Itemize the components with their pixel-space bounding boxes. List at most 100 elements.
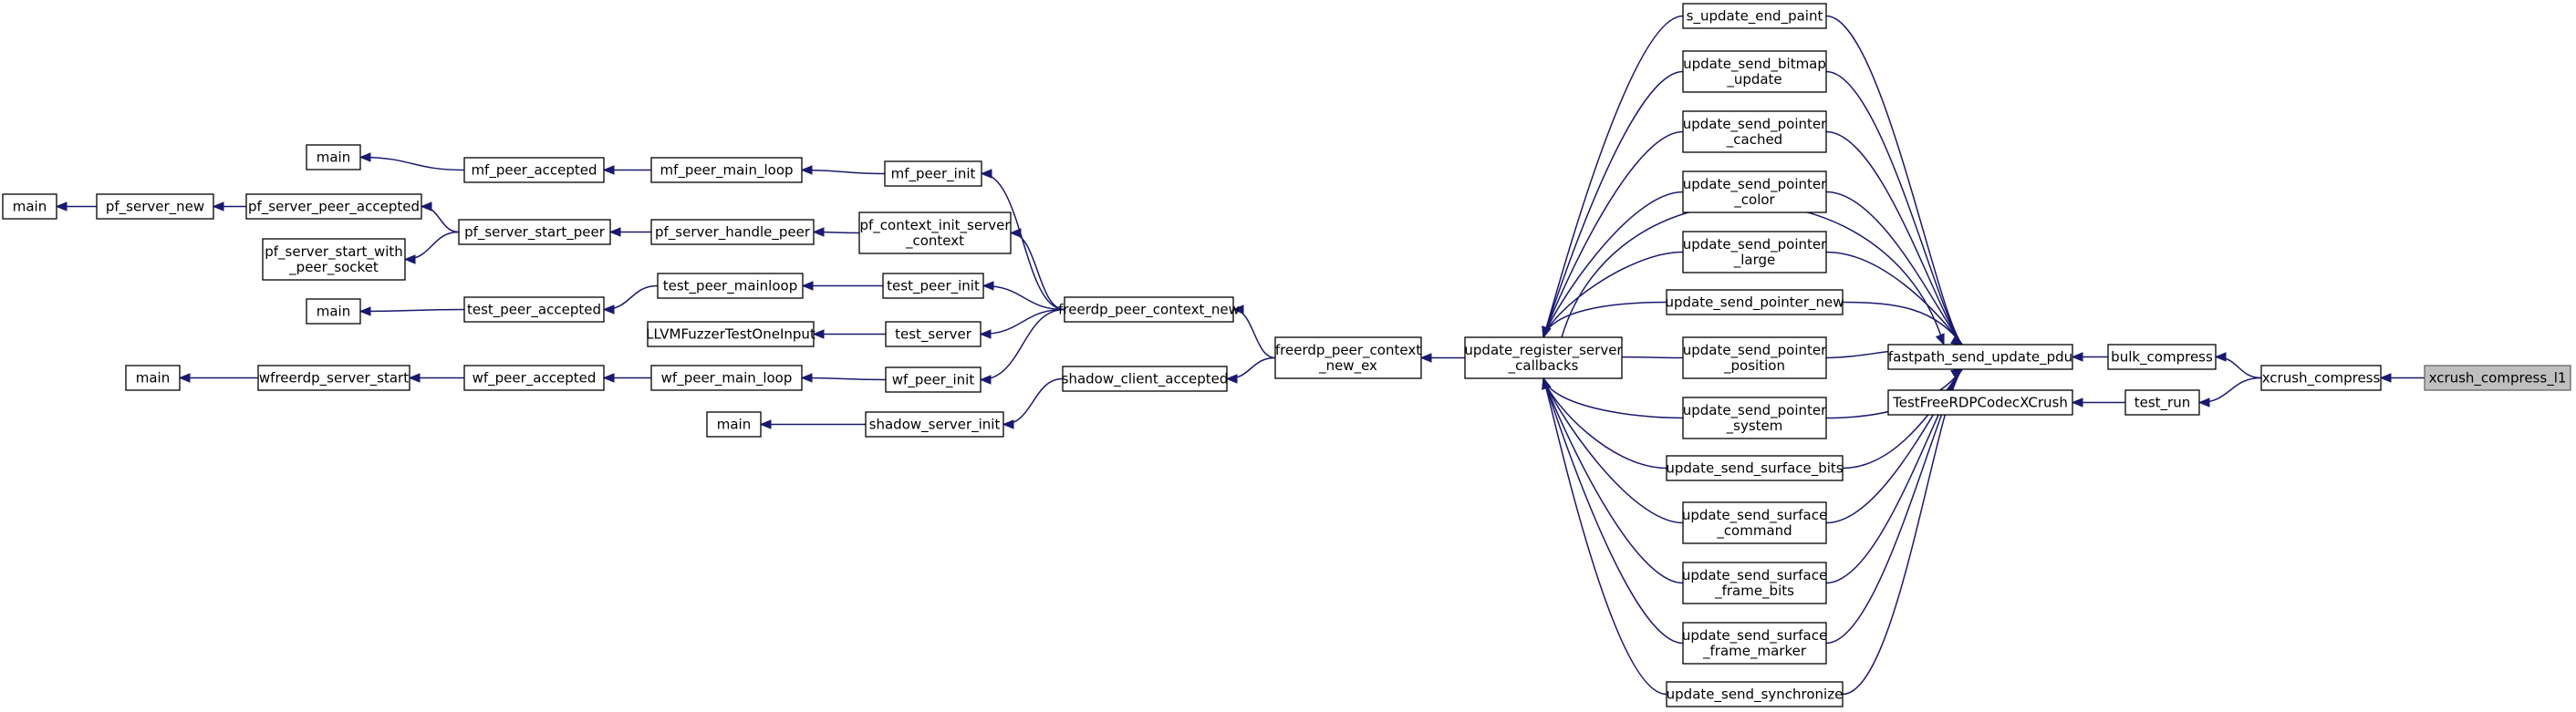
node-label: wf_peer_init [892, 372, 975, 389]
node-shadow-client-accepted[interactable]: shadow_client_accepted [1062, 366, 1229, 392]
node-pf-server-peer-accepted[interactable]: pf_server_peer_accepted [245, 193, 422, 220]
edge-line [1542, 301, 1667, 338]
node-label: _frame_bits [1714, 583, 1794, 600]
node-fastpath-send-update-pdu[interactable]: fastpath_send_update_pdu [1887, 344, 2073, 370]
node-xcrush-compress-l1[interactable]: xcrush_compress_l1 [2424, 365, 2571, 391]
node-update-send-pointer-new[interactable]: update_send_pointer_new [1665, 289, 1844, 315]
node-s-update-end-paint[interactable]: s_update_end_paint [1682, 3, 1827, 29]
edge-pf-context-init-server-context--freerdp-peer-context-new [1009, 228, 1065, 311]
node-box [1464, 336, 1623, 379]
node-label: _color [1733, 191, 1775, 209]
node-label: update_send_surface [1682, 627, 1827, 645]
edge-update-register-server-callbacks--update-send-pointer-color [1542, 191, 1684, 339]
node-freerdp-peer-context-new-ex[interactable]: freerdp_peer_context_new_ex [1274, 336, 1422, 379]
node-wf-peer-accepted[interactable]: wf_peer_accepted [463, 365, 605, 391]
node-label: xcrush_compress_l1 [2429, 370, 2567, 387]
node-label: test_server [895, 326, 972, 344]
edge-freerdp-peer-context-new--freerdp-peer-context-new-ex [1231, 304, 1276, 359]
node-mf-peer-main-loop[interactable]: mf_peer_main_loop [650, 157, 803, 183]
node-update-send-pointer-color[interactable]: update_send_pointer_color [1682, 170, 1827, 213]
node-box [2, 193, 57, 220]
node-main-shadow[interactable]: main [706, 411, 762, 438]
edge-arrowhead [1231, 304, 1244, 315]
node-update-send-surface-frame-marker[interactable]: update_send_surface_frame_marker [1682, 622, 1827, 665]
node-box [1887, 344, 2073, 370]
node-test-peer-mainloop[interactable]: test_peer_mainloop [657, 273, 804, 299]
node-mf-peer-accepted[interactable]: mf_peer_accepted [463, 157, 605, 183]
node-label: main [317, 150, 350, 166]
edge-line [980, 308, 1065, 335]
edge-arrowhead [1225, 374, 1238, 384]
node-update-send-pointer-position[interactable]: update_send_pointer_position [1682, 336, 1827, 379]
node-update-send-pointer-cached[interactable]: update_send_pointer_cached [1682, 110, 1827, 153]
node-box [1064, 296, 1234, 323]
edge-test-server--freerdp-peer-context-new [979, 308, 1065, 339]
edge-update-register-server-callbacks--update-send-surface-bits [1542, 377, 1667, 470]
edge-arrowhead [55, 201, 68, 212]
node-main-pf[interactable]: main [2, 193, 57, 220]
node-box [1274, 336, 1422, 379]
edge-line [1542, 377, 1684, 524]
edge-line [1561, 203, 1945, 346]
node-box [1682, 622, 1827, 665]
node-pf-server-handle-peer[interactable]: pf_server_handle_peer [650, 219, 815, 245]
node-label: test_run [2135, 395, 2191, 412]
node-test-peer-accepted[interactable]: test_peer_accepted [463, 296, 605, 323]
node-box [2124, 389, 2200, 416]
node-freerdp-peer-context-new[interactable]: freerdp_peer_context_new [1058, 296, 1240, 323]
node-bulk-compress[interactable]: bulk_compress [2107, 344, 2217, 370]
node-pf-context-init-server-context[interactable]: pf_context_init_server_context [858, 212, 1012, 254]
edge-line [1542, 15, 1684, 338]
node-update-send-pointer-system[interactable]: update_send_pointer_system [1682, 397, 1827, 439]
node-wf-peer-init[interactable]: wf_peer_init [885, 366, 982, 393]
node-pf-server-new[interactable]: pf_server_new [96, 193, 214, 220]
node-mf-peer-init[interactable]: mf_peer_init [884, 160, 982, 187]
node-test-peer-init[interactable]: test_peer_init [882, 273, 984, 299]
node-update-send-surface-frame-bits[interactable]: update_send_surface_frame_bits [1682, 562, 1827, 604]
node-testfreerdpcodecxcrush[interactable]: TestFreeRDPCodecXCrush [1887, 389, 2073, 416]
edge-line [1842, 368, 1963, 696]
node-box [257, 365, 410, 391]
edge-pf-server-new--pf-server-peer-accepted [212, 201, 246, 212]
node-pf-server-start-peer[interactable]: pf_server_start_peer [458, 219, 611, 245]
node-wfreerdp-server-start[interactable]: wfreerdp_server_start [257, 365, 410, 391]
edge-line [1002, 377, 1064, 426]
node-test-server[interactable]: test_server [885, 321, 982, 347]
edge-line [1232, 308, 1276, 359]
edge-arrowhead [602, 165, 615, 175]
edge-arrowhead [1002, 419, 1014, 429]
edge-arrowhead [403, 254, 416, 264]
edge-arrowhead [358, 152, 371, 162]
node-shadow-server-init[interactable]: shadow_server_init [865, 411, 1004, 438]
edge-arrowhead [1419, 353, 1432, 363]
node-update-send-pointer-large[interactable]: update_send_pointer_large [1682, 231, 1827, 273]
node-pf-server-start-with-peer-socket[interactable]: pf_server_start_with_peer_socket [262, 238, 406, 281]
edge-line [421, 205, 460, 233]
edge-update-register-server-callbacks--update-send-pointer-system [1542, 377, 1684, 419]
node-wf-peer-main-loop[interactable]: wf_peer_main_loop [650, 365, 803, 391]
node-box [1682, 336, 1827, 379]
edge-line [980, 308, 1065, 381]
node-update-send-surface-bits[interactable]: update_send_surface_bits [1666, 455, 1844, 481]
node-box [245, 193, 422, 220]
node-main-wf[interactable]: main [125, 365, 181, 391]
edge-update-register-server-callbacks--update-send-bitmap-update [1542, 70, 1684, 339]
node-update-send-bitmap-update[interactable]: update_send_bitmap_update [1682, 50, 1827, 93]
node-xcrush-compress[interactable]: xcrush_compress [2260, 365, 2382, 391]
edge-line [359, 308, 465, 313]
node-update-send-surface-command[interactable]: update_send_surface_command [1682, 501, 1827, 544]
node-box [1682, 501, 1827, 544]
edge-line [1542, 377, 1684, 645]
edge-test-peer-init--freerdp-peer-context-new [982, 281, 1065, 311]
node-label: wf_peer_main_loop [661, 370, 793, 387]
node-update-register-server-callbacks[interactable]: update_register_server_callbacks [1464, 336, 1623, 379]
node-main-test[interactable]: main [306, 298, 361, 325]
node-label: mf_peer_accepted [471, 162, 597, 180]
node-update-send-synchronize[interactable]: update_send_synchronize [1666, 681, 1844, 707]
node-llvmfuzzertestoneinput[interactable]: LLVMFuzzerTestOneInput [646, 321, 815, 347]
node-main-mf[interactable]: main [306, 144, 361, 170]
node-label: update_send_synchronize [1667, 686, 1844, 704]
node-test-run[interactable]: test_run [2124, 389, 2200, 416]
edge-line [981, 172, 1065, 311]
edge-wf-peer-main-loop--wf-peer-init [800, 373, 887, 383]
